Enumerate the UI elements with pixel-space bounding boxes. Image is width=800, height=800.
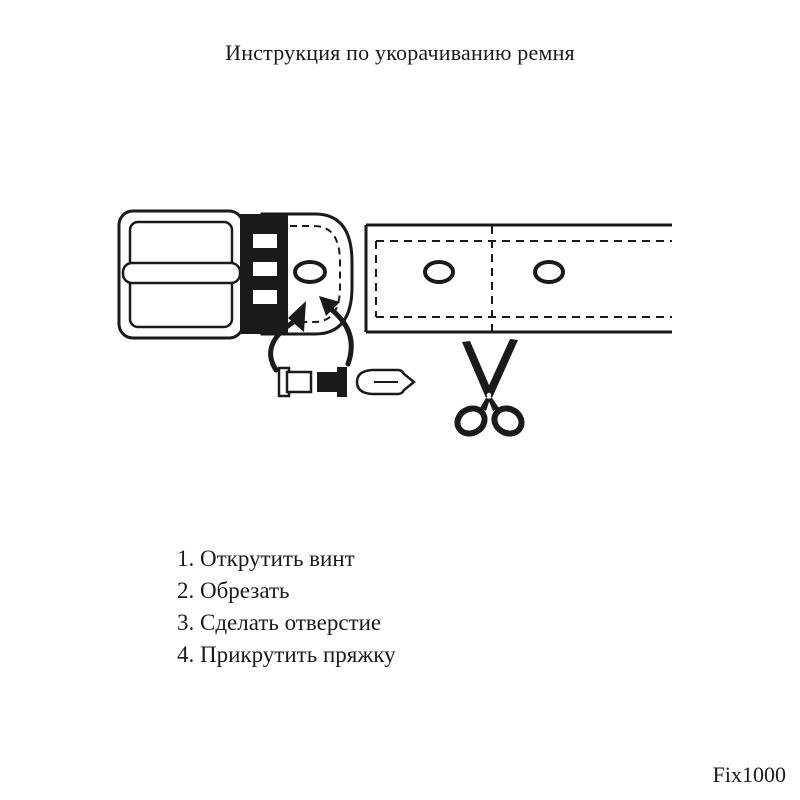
arrow-heads <box>288 296 340 332</box>
screwdriver <box>355 368 417 396</box>
buckle <box>117 209 245 340</box>
screw <box>277 366 313 398</box>
belt-strap <box>364 223 672 334</box>
screw-post <box>317 367 347 397</box>
page-title: Инструкция по укорачиванию ремня <box>225 40 575 65</box>
belt-clamp <box>240 214 288 334</box>
step-item: 4. Прикрутить пряжку <box>177 642 396 667</box>
instruction-steps: 1. Открутить винт 2. Обрезать 3. Сделать… <box>177 543 396 671</box>
brand-label: Fix1000 <box>712 762 786 787</box>
belt-end-hole <box>293 260 327 284</box>
step-item: 1. Открутить винт <box>177 546 355 571</box>
step-item: 3. Сделать отверстие <box>177 610 382 635</box>
belt-hole <box>533 260 565 284</box>
curved-arrows <box>268 304 354 373</box>
step-item: 2. Обрезать <box>177 578 290 603</box>
belt-hole <box>423 260 455 284</box>
scissors-icon <box>454 339 525 437</box>
